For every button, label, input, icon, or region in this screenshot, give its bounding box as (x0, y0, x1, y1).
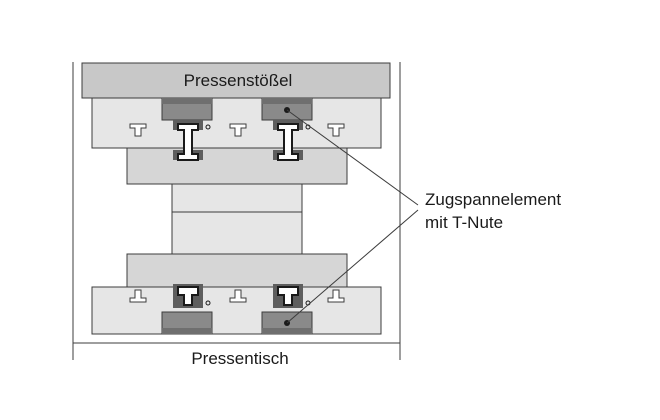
ram-label: Pressenstößel (184, 71, 293, 90)
lower-t-bolt-right (273, 284, 311, 308)
lower-clamp-element-left (161, 311, 213, 335)
table-label: Pressentisch (191, 349, 288, 368)
upper-die-plate (126, 147, 348, 185)
upper-clamp-element-right (261, 97, 313, 121)
callout-leader-lines (286, 109, 419, 324)
press-ram (81, 62, 391, 99)
upper-t-bolt-left (173, 120, 211, 161)
callout-label-line2: mit T-Nute (425, 213, 503, 232)
upper-clamp-element-left (161, 97, 213, 121)
callout-label-line1: Zugspannelement (425, 190, 561, 209)
lower-t-bolt-left (173, 284, 211, 308)
tool-block (171, 183, 303, 255)
upper-clamping-plate (91, 97, 382, 149)
lower-die-plate (126, 253, 348, 288)
